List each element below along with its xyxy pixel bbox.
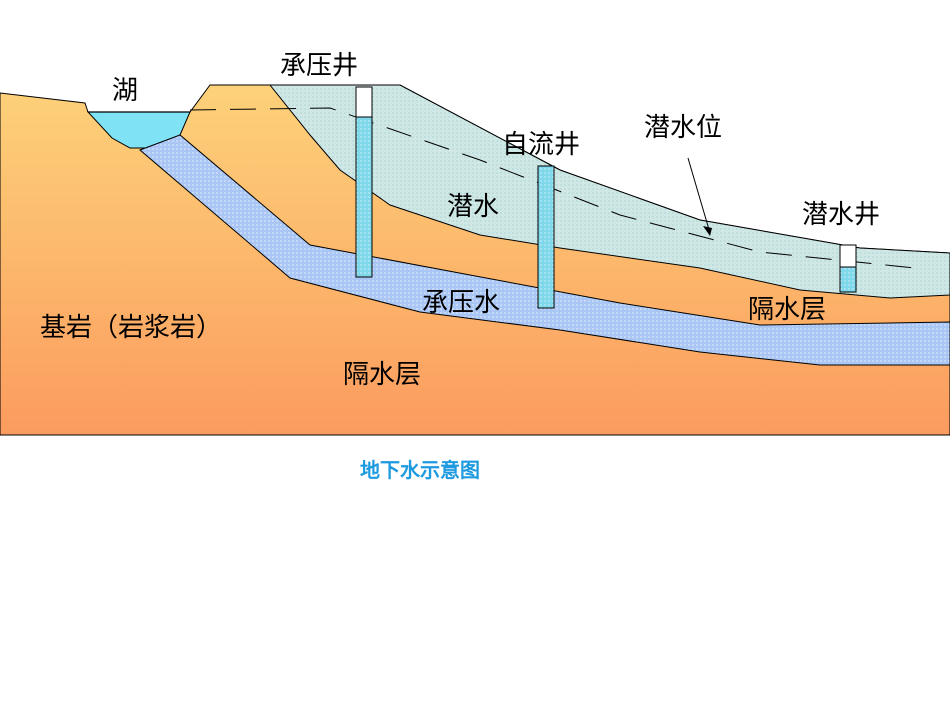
phreatic-well-casing bbox=[839, 244, 857, 268]
artesian-well-label: 自流井 bbox=[502, 130, 581, 160]
bedrock-label: 基岩（岩浆岩） bbox=[40, 313, 223, 343]
water-table-arrowhead bbox=[703, 226, 712, 236]
aquiclude-right-label: 隔水层 bbox=[748, 295, 827, 325]
phreatic-well-water bbox=[839, 266, 857, 293]
confined-well-water bbox=[355, 116, 373, 278]
confined-well-label: 承压井 bbox=[280, 51, 359, 81]
phreatic-water-label: 潜水 bbox=[447, 192, 500, 222]
water-table-arrow bbox=[687, 157, 711, 234]
phreatic-well-label: 潜水井 bbox=[802, 200, 881, 230]
aquiclude-bottom-label: 隔水层 bbox=[343, 360, 422, 390]
artesian-well bbox=[537, 165, 555, 309]
diagram-caption: 地下水示意图 bbox=[360, 458, 480, 482]
groundwater-diagram bbox=[0, 84, 950, 436]
confined-well-casing bbox=[355, 86, 373, 118]
lake-label: 湖 bbox=[112, 76, 139, 106]
water-table-label: 潜水位 bbox=[644, 113, 723, 143]
confined-water-label: 承压水 bbox=[422, 288, 501, 318]
confined-aquifer bbox=[139, 134, 950, 366]
